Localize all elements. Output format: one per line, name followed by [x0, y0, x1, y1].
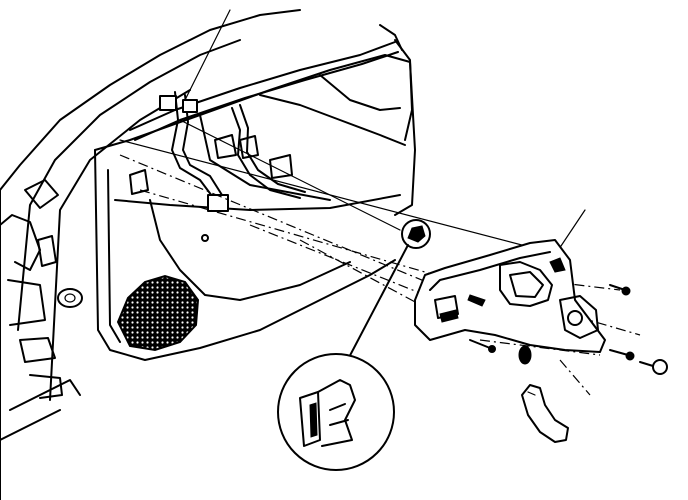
- alignment-lines: [119, 154, 641, 396]
- leader-lines: [119, 119, 586, 256]
- fastener-screws: [467, 284, 668, 375]
- retaining-clip: [344, 219, 431, 366]
- wiring-harness: [159, 9, 306, 212]
- trim-panel: [414, 239, 606, 353]
- window-channel: [129, 24, 413, 141]
- door-frame: [0, 9, 301, 500]
- door-inner-panel: [94, 54, 416, 361]
- speaker-grille: [116, 274, 200, 352]
- pull-handle: [521, 384, 569, 443]
- clip-detail: [277, 353, 395, 471]
